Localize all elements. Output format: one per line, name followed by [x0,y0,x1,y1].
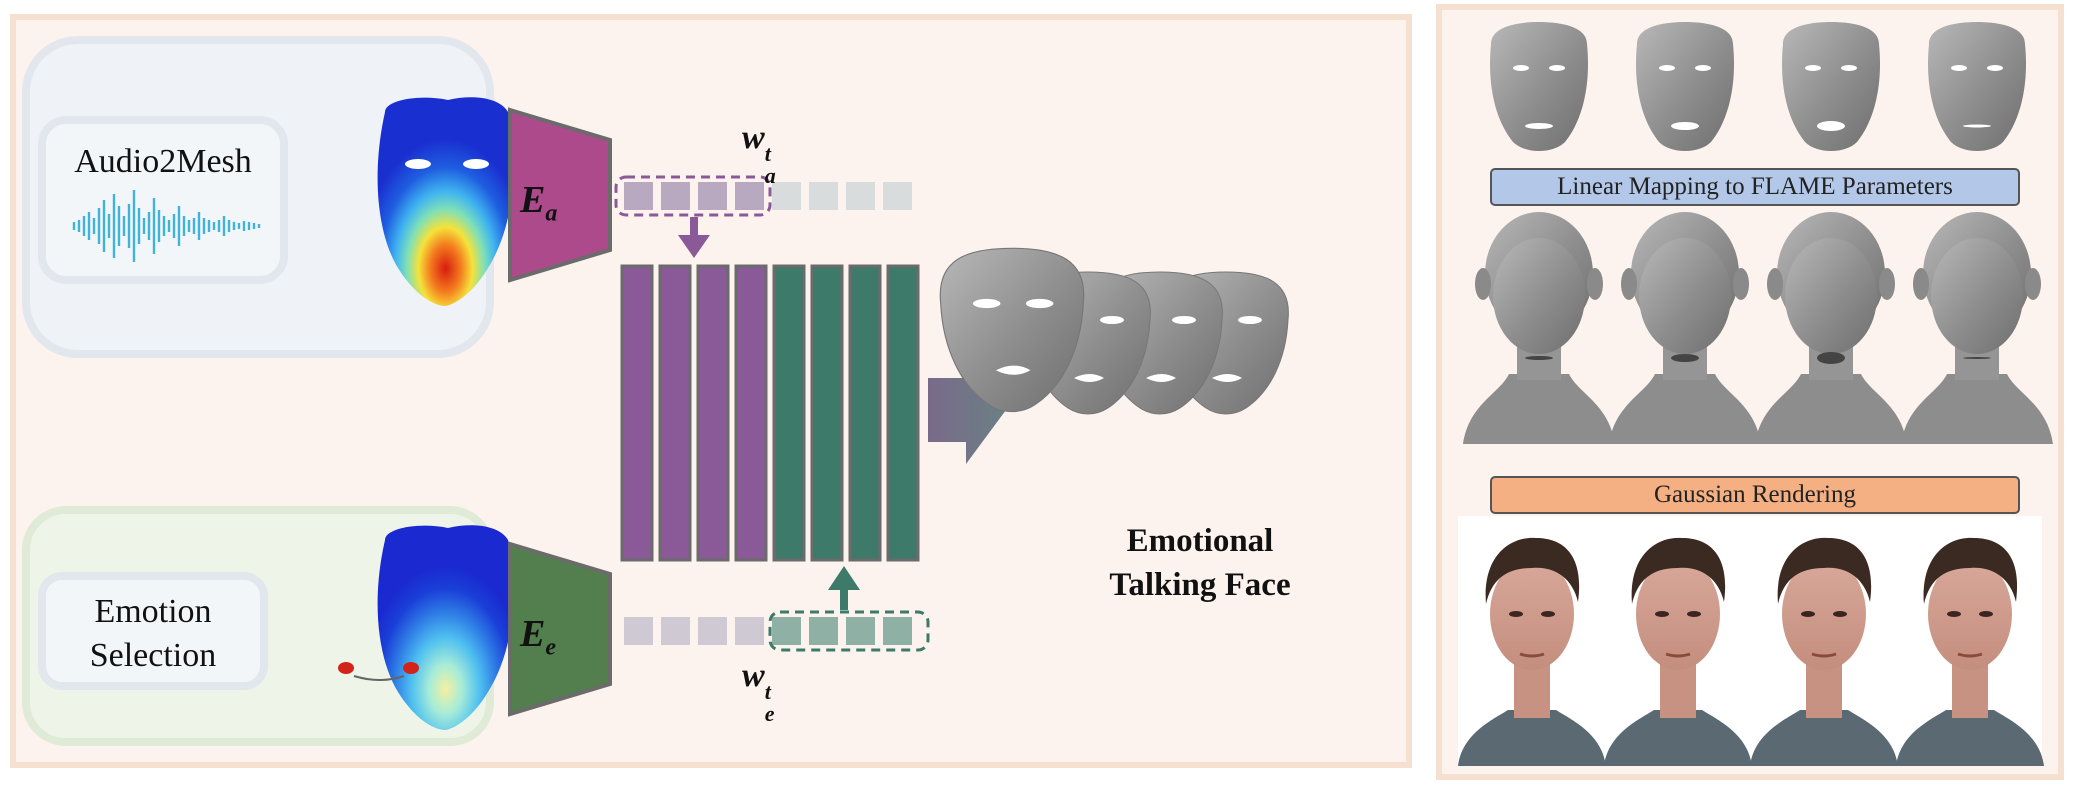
emotion-selection-box: Emotion Selection [38,572,268,690]
emotion-encoder [508,541,612,717]
gaussian-avatar [1750,537,1898,766]
emotion-latent-letter: w [742,657,765,694]
audio-latent-tokens [624,182,912,210]
audio-latent-sub: a [764,163,776,188]
audio-token [735,182,764,210]
emotion-token [846,617,875,645]
flame-head-mesh [1755,212,1907,444]
feature-bar [696,264,730,562]
rendering-panel-canvas [1458,22,2053,766]
audio-down-arrow [678,217,710,258]
audio-encoder-label: Ea [520,178,580,228]
emotion-token [624,617,653,645]
feature-bar [734,264,768,562]
avatar-render-strip [1458,516,2044,766]
audio-encoder-letter: E [520,179,546,221]
flame-head-mesh [1901,212,2053,444]
feature-bar [658,264,692,562]
output-caption-line2: Talking Face [1109,567,1291,603]
flame-mesh-face [1489,22,1589,151]
feature-bar [810,264,844,562]
emotion-encoder-letter: E [520,613,546,655]
emotion-encoder-sub: e [545,634,557,661]
audio-token [772,182,801,210]
audio-latent-highlight [614,175,772,217]
flame-mesh-face [1781,22,1881,151]
emotion-token [809,617,838,645]
output-face-stack [939,247,1289,415]
gaussian-avatar [1458,537,1606,766]
emotion-latent-highlight [768,610,930,652]
flame-mesh-face [1927,22,2027,151]
emotion-selection-line2: Selection [89,637,217,674]
audio-token [624,182,653,210]
linear-mapping-label: Linear Mapping to FLAME Parameters [1490,168,2020,206]
feature-bar [848,264,882,562]
emotion-latent-tokens [624,617,912,645]
feature-bar [886,264,920,562]
emotion-token [735,617,764,645]
flame-mesh-face [1635,22,1735,151]
emotion-token [661,617,690,645]
audio-latent-letter: w [742,119,765,156]
audio-token [698,182,727,210]
gaussian-avatar [1896,537,2044,766]
emotion-token [698,617,727,645]
emotion-latent-sup: t [764,679,771,704]
flame-head-mesh [1463,212,1615,444]
output-arrow [928,356,1006,464]
audio-heatmap-face [377,97,514,306]
audio-encoder-sub: a [545,200,558,227]
gaussian-rendering-label: Gaussian Rendering [1490,476,2020,514]
audio-waveform-icon [72,190,261,262]
emotion-encoder-label: Ee [520,612,580,662]
feature-bar [772,264,806,562]
audio-latent-sup: t [764,141,771,166]
emotion-up-arrow [828,566,860,610]
audio-token [883,182,912,210]
flame-head-mesh [1609,212,1761,444]
feature-bar [620,264,654,562]
flame-head-meshes [1463,212,2053,444]
emotion-latent-sub: e [764,701,775,726]
audio-token [809,182,838,210]
audio-token [661,182,690,210]
output-caption-line1: Emotional [1126,523,1274,559]
emotion-token [883,617,912,645]
audio-token [846,182,875,210]
fused-feature-stack [620,264,920,562]
output-face [939,247,1085,413]
audio-encoder [508,107,612,283]
flame-mesh-faces [1489,22,2027,151]
emotion-selection-line1: Emotion [94,593,212,630]
audio2mesh-box: Audio2Mesh [38,116,288,284]
emotion-heatmap-face [338,525,514,730]
gaussian-avatar [1604,537,1752,766]
emotion-token [772,617,801,645]
audio2mesh-label: Audio2Mesh [74,143,252,180]
